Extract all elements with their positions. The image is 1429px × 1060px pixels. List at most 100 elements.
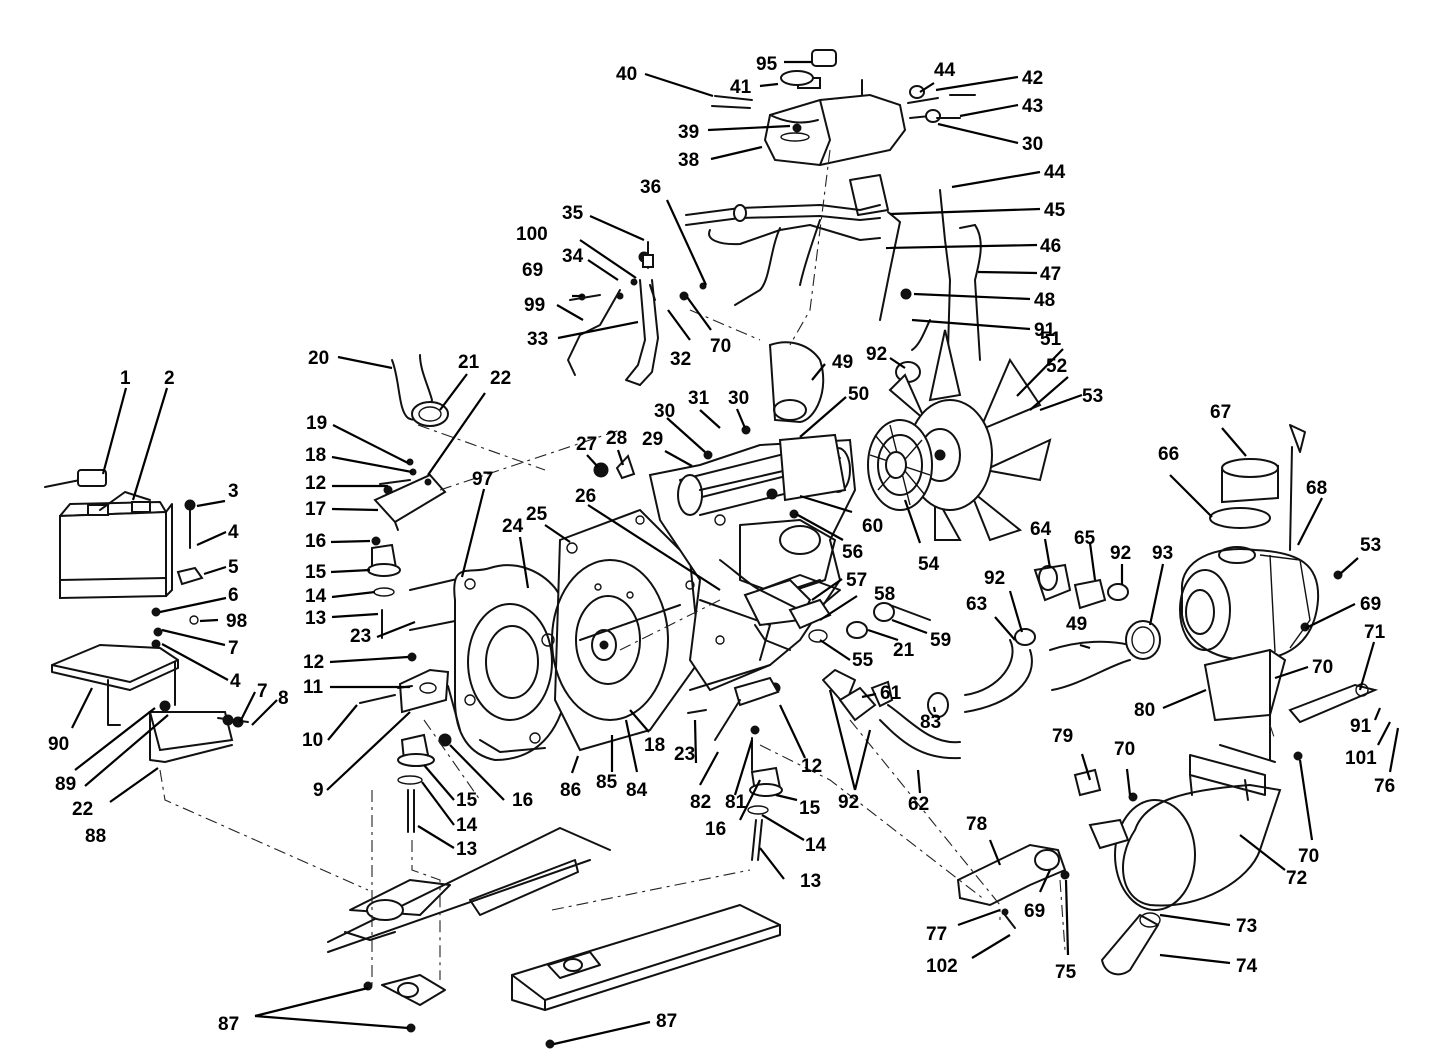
callout-23: 23	[674, 744, 695, 765]
callout-57: 57	[846, 570, 867, 591]
callout-86: 86	[560, 780, 581, 801]
callout-13: 13	[305, 608, 326, 629]
callout-79: 79	[1052, 726, 1073, 747]
callout-44: 44	[934, 60, 956, 81]
callout-22: 22	[490, 368, 511, 389]
callout-92: 92	[838, 792, 859, 813]
callout-99: 99	[524, 295, 545, 316]
callout-92: 92	[1110, 543, 1131, 564]
callout-63: 63	[966, 594, 987, 615]
callout-35: 35	[562, 203, 584, 224]
callout-9: 9	[313, 780, 324, 801]
callout-70: 70	[1312, 657, 1333, 678]
callout-18: 18	[305, 445, 326, 466]
callout-53: 53	[1082, 386, 1103, 407]
callout-8: 8	[278, 688, 289, 709]
callout-84: 84	[626, 780, 648, 801]
callout-30: 30	[1022, 134, 1043, 155]
callout-33: 33	[527, 329, 548, 350]
callout-101: 101	[1345, 748, 1377, 769]
callout-1: 1	[120, 368, 131, 389]
callout-28: 28	[606, 428, 627, 449]
callout-98: 98	[226, 611, 247, 632]
callout-46: 46	[1040, 236, 1061, 257]
callout-42: 42	[1022, 68, 1043, 89]
callout-91: 91	[1034, 320, 1056, 341]
callout-16: 16	[705, 819, 726, 840]
callout-64: 64	[1030, 519, 1052, 540]
callout-85: 85	[596, 772, 618, 793]
callout-44: 44	[1044, 162, 1066, 183]
callout-38: 38	[678, 150, 699, 171]
callout-92: 92	[866, 344, 887, 365]
callout-27: 27	[576, 434, 597, 455]
callout-16: 16	[305, 531, 326, 552]
callout-93: 93	[1152, 543, 1173, 564]
callout-95: 95	[756, 54, 778, 75]
callout-67: 67	[1210, 402, 1231, 423]
battery-tray	[51, 644, 234, 763]
callout-labels: 1 2 3 4 5 6 98 7 4 7 8 90 89 22 88 20 21…	[48, 54, 1395, 1035]
callout-43: 43	[1022, 96, 1043, 117]
callout-17: 17	[305, 499, 326, 520]
callout-47: 47	[1040, 264, 1061, 285]
callout-74: 74	[1236, 956, 1258, 977]
callout-90: 90	[48, 734, 69, 755]
callout-69: 69	[522, 260, 543, 281]
callout-49: 49	[1066, 614, 1087, 635]
callout-54: 54	[918, 554, 940, 575]
callout-73: 73	[1236, 916, 1257, 937]
callout-58: 58	[874, 584, 895, 605]
fan-clutch-54	[867, 419, 933, 511]
callout-22: 22	[72, 799, 93, 820]
callout-16: 16	[512, 790, 533, 811]
frame-rails	[327, 827, 781, 1011]
callout-70: 70	[1298, 846, 1319, 867]
coolant-reservoir-38	[711, 49, 976, 167]
callout-50: 50	[848, 384, 869, 405]
callout-59: 59	[930, 630, 951, 651]
callout-14: 14	[805, 835, 827, 856]
callout-80: 80	[1134, 700, 1155, 721]
callout-30: 30	[654, 401, 675, 422]
callout-78: 78	[966, 814, 987, 835]
callout-15: 15	[456, 790, 478, 811]
callout-77: 77	[926, 924, 947, 945]
callout-87: 87	[656, 1011, 677, 1032]
callout-11: 11	[303, 677, 324, 698]
callout-69: 69	[1024, 901, 1045, 922]
callout-83: 83	[920, 712, 941, 733]
callout-97: 97	[472, 469, 493, 490]
callout-30: 30	[728, 388, 749, 409]
callout-88: 88	[85, 826, 106, 847]
callout-71: 71	[1364, 622, 1386, 643]
callout-26: 26	[575, 486, 596, 507]
callout-19: 19	[306, 413, 327, 434]
callout-25: 25	[526, 504, 548, 525]
callout-100: 100	[516, 224, 548, 245]
callout-92: 92	[984, 568, 1005, 589]
callout-48: 48	[1034, 290, 1055, 311]
parts-drawing	[44, 49, 1379, 1049]
callout-82: 82	[690, 792, 711, 813]
callout-41: 41	[730, 77, 752, 98]
callout-52: 52	[1046, 356, 1067, 377]
callout-66: 66	[1158, 444, 1179, 465]
callout-34: 34	[562, 246, 584, 267]
callout-2: 2	[164, 368, 175, 389]
callout-55: 55	[852, 650, 874, 671]
callout-32: 32	[670, 349, 691, 370]
callout-15: 15	[305, 562, 327, 583]
callout-4: 4	[228, 522, 239, 543]
callout-75: 75	[1055, 962, 1077, 983]
callout-23: 23	[350, 626, 371, 647]
callout-53: 53	[1360, 535, 1381, 556]
air-cleaner-68	[1179, 424, 1320, 662]
callout-72: 72	[1286, 868, 1307, 889]
callout-69: 69	[1360, 594, 1381, 615]
callout-62: 62	[908, 794, 929, 815]
callout-51: 51	[1040, 329, 1062, 350]
callout-87: 87	[218, 1014, 239, 1035]
callout-91: 91	[1350, 716, 1372, 737]
